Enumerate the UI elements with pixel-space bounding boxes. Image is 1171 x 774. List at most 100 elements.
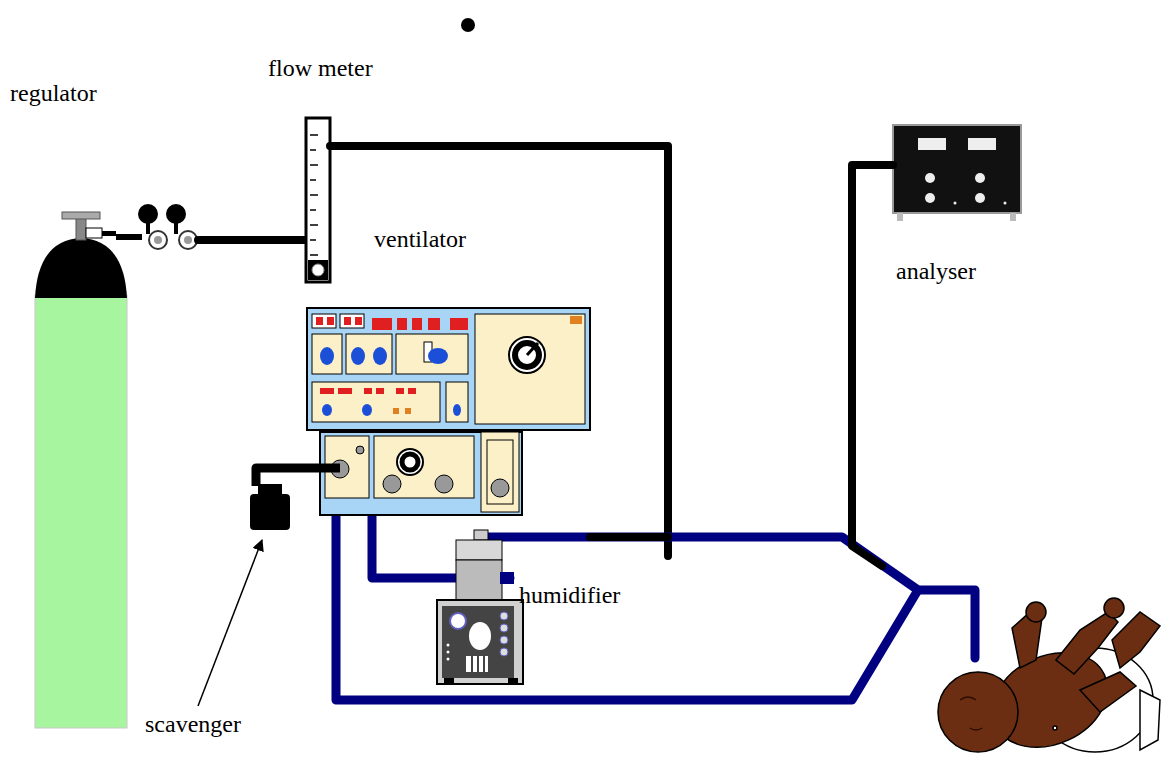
ventilator-device — [364, 388, 372, 394]
infant-figure — [1080, 672, 1136, 712]
scavenger-device — [250, 468, 340, 530]
breathing-circuit — [480, 537, 975, 658]
ventilator-device — [475, 314, 585, 424]
ventilator-device — [322, 404, 332, 416]
ventilator-device — [316, 317, 323, 325]
ventilator-device — [344, 317, 351, 325]
humidifier-device — [450, 613, 466, 629]
infant-figure — [1056, 612, 1118, 674]
humidifier-device — [466, 656, 488, 672]
flow-meter — [310, 209, 316, 211]
regulator-device — [138, 204, 158, 224]
ventilator-device — [487, 440, 513, 504]
leader-arrow — [198, 540, 262, 706]
gas-line — [330, 146, 668, 556]
humidifier-device — [456, 560, 502, 602]
ventilator-device — [373, 347, 387, 365]
sample-line — [852, 165, 893, 566]
ventilator-device — [405, 408, 411, 414]
top-dot — [461, 18, 475, 32]
ventilator-device — [307, 308, 590, 515]
humidifier-device — [456, 540, 502, 560]
analyser-device — [897, 213, 903, 221]
part-label: humidifier — [519, 582, 620, 608]
ventilator-device — [570, 316, 582, 324]
ventilator-device — [346, 334, 392, 374]
humidifier-device — [500, 572, 514, 584]
part-label: ventilator — [374, 226, 466, 252]
gas-cylinder — [76, 218, 86, 240]
ventilator-device — [509, 337, 545, 373]
humidifier-device — [447, 651, 450, 654]
analyser-device — [1004, 202, 1007, 205]
humidifier-device — [447, 658, 450, 661]
part-label: flow meter — [268, 55, 373, 81]
ventilator-device — [355, 317, 362, 325]
ventilator-device — [320, 347, 334, 365]
ventilator-device — [453, 404, 461, 416]
infant-figure — [1026, 602, 1046, 622]
flow-meter — [310, 164, 318, 166]
ventilator-device — [307, 308, 590, 430]
humidifier-device — [500, 612, 508, 620]
ventilator-device — [340, 314, 364, 328]
ventilator-device — [372, 318, 392, 330]
infant-figure — [1104, 598, 1124, 618]
ventilator-device — [402, 454, 418, 470]
analyser-device — [893, 125, 1021, 213]
flow-meter — [310, 239, 316, 241]
gas-cylinder — [35, 295, 127, 728]
flow-meter — [310, 194, 318, 196]
gas-cylinder — [35, 238, 127, 298]
part-label: scavenger — [145, 711, 241, 737]
humidifier-device — [500, 648, 508, 656]
humidifier-device — [442, 606, 514, 678]
flow-meter — [310, 224, 318, 226]
infant-figure — [1053, 726, 1057, 730]
ventilator-device — [428, 318, 440, 330]
ventilator-device — [428, 348, 448, 364]
ventilator-device — [515, 343, 539, 367]
analyser-device — [975, 173, 985, 183]
regulator-device — [166, 204, 186, 224]
ventilator-device — [450, 318, 468, 330]
gas-cylinder — [102, 231, 116, 236]
flow-meter — [310, 135, 318, 255]
regulator-device — [184, 236, 192, 244]
ventilator-device — [338, 388, 352, 394]
ventilator-device — [312, 314, 336, 328]
analyser-device — [1010, 213, 1016, 221]
regulator-device — [198, 236, 306, 244]
ventilator-device — [320, 388, 334, 394]
ventilator-device — [351, 347, 365, 365]
analyser-device — [925, 193, 935, 203]
ventilator-device — [396, 334, 468, 374]
humidifier-device — [500, 624, 508, 632]
humidifier-device — [471, 656, 473, 672]
humidifier-device — [483, 656, 485, 672]
analyser-device — [893, 125, 1021, 221]
ventilator-device — [396, 388, 404, 394]
ventilator-device — [376, 388, 384, 394]
gas-line-overlay — [590, 533, 668, 541]
ventilator-device — [408, 388, 416, 394]
part-label: regulator — [10, 80, 97, 106]
scavenger-device — [250, 494, 290, 530]
humidifier-device — [437, 600, 523, 684]
scavenger-device — [256, 468, 340, 486]
ventilator-device — [312, 382, 440, 422]
flow-meter — [310, 134, 318, 136]
regulator-device — [116, 204, 306, 249]
ventilator-device — [356, 446, 364, 454]
humidifier-device — [474, 530, 488, 540]
regulator-device — [146, 222, 150, 234]
ventilator-device — [312, 334, 342, 374]
ventilator-device — [374, 436, 474, 498]
analyser-device — [925, 173, 935, 183]
humidifier-device — [500, 636, 508, 644]
ventilator-device — [383, 475, 401, 493]
humidifier-device — [469, 622, 491, 650]
analyser-device — [968, 138, 996, 150]
ventilator-device — [412, 318, 422, 330]
ventilator-device — [527, 343, 538, 355]
